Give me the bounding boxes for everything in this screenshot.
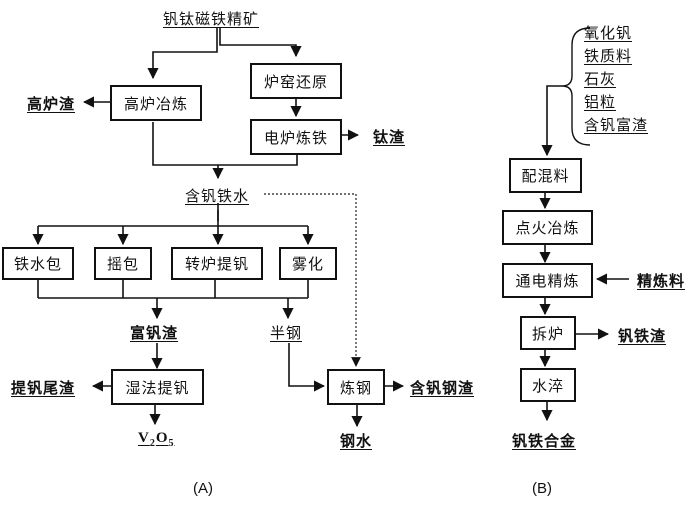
source-material-label: 钒钛磁铁精矿 — [163, 10, 260, 28]
node-kiln-reduction: 炉窑还原 — [250, 63, 342, 99]
node-mixing: 配混料 — [509, 158, 582, 193]
arrow-inputs-to-mixing — [541, 85, 562, 157]
arrow-semi-to-steelmaking — [288, 343, 326, 392]
input-4: 含钒富渣 — [584, 116, 649, 134]
product-v2o5: V2O5 — [138, 430, 175, 449]
lines-process-down — [37, 280, 309, 298]
arrow-source-to-kiln — [219, 28, 302, 58]
product-v-rich-slag: 富钒渣 — [130, 324, 179, 342]
v2o5-o: O — [155, 430, 169, 446]
product-tailings: 提钒尾渣 — [11, 379, 76, 397]
v2o5-sub2: 5 — [168, 438, 175, 449]
node-steelmaking: 炼钢 — [327, 369, 385, 405]
node-wet-extraction: 湿法提钒 — [111, 369, 204, 405]
caption-b: (B) — [532, 480, 552, 497]
input-0: 氧化钒 — [584, 24, 633, 42]
product-semi-steel: 半钢 — [270, 324, 303, 342]
line-blast-to-merge — [152, 122, 218, 166]
product-blast-slag: 高炉渣 — [27, 95, 76, 113]
dotted-arrow-hot-metal-to-steelmaking — [264, 193, 361, 367]
node-atomize: 雾化 — [279, 247, 337, 280]
v2o5-sub1: 2 — [149, 438, 156, 449]
node-shaking-ladle: 摇包 — [94, 247, 152, 280]
node-electric-furnace: 电炉炼铁 — [250, 119, 342, 155]
product-fev-slag: 钒铁渣 — [618, 327, 667, 345]
product-ti-slag: 钛渣 — [373, 128, 406, 146]
node-ignition: 点火冶炼 — [502, 210, 593, 245]
node-quench: 水淬 — [520, 368, 576, 402]
input-1: 铁质料 — [584, 47, 633, 65]
product-v-steel-slag: 含钒钢渣 — [410, 379, 475, 397]
node-refining: 通电精炼 — [502, 263, 593, 298]
node-ladle: 铁水包 — [2, 247, 74, 280]
product-fev-alloy: 钒铁合金 — [512, 432, 577, 450]
arrow-source-to-blast — [147, 28, 218, 80]
node-converter: 转炉提钒 — [171, 247, 263, 280]
line-electric-to-merge — [218, 155, 298, 166]
product-molten-steel: 钢水 — [340, 432, 373, 450]
product-v-hot-metal: 含钒铁水 — [185, 187, 250, 205]
node-blast-furnace: 高炉冶炼 — [110, 85, 202, 121]
input-2: 石灰 — [584, 70, 617, 88]
v2o5-v: V — [138, 430, 150, 446]
input-3: 铝粒 — [584, 93, 617, 111]
product-refining-material: 精炼料 — [637, 272, 686, 290]
node-dismantle: 拆炉 — [520, 316, 576, 350]
caption-a: (A) — [193, 480, 213, 497]
